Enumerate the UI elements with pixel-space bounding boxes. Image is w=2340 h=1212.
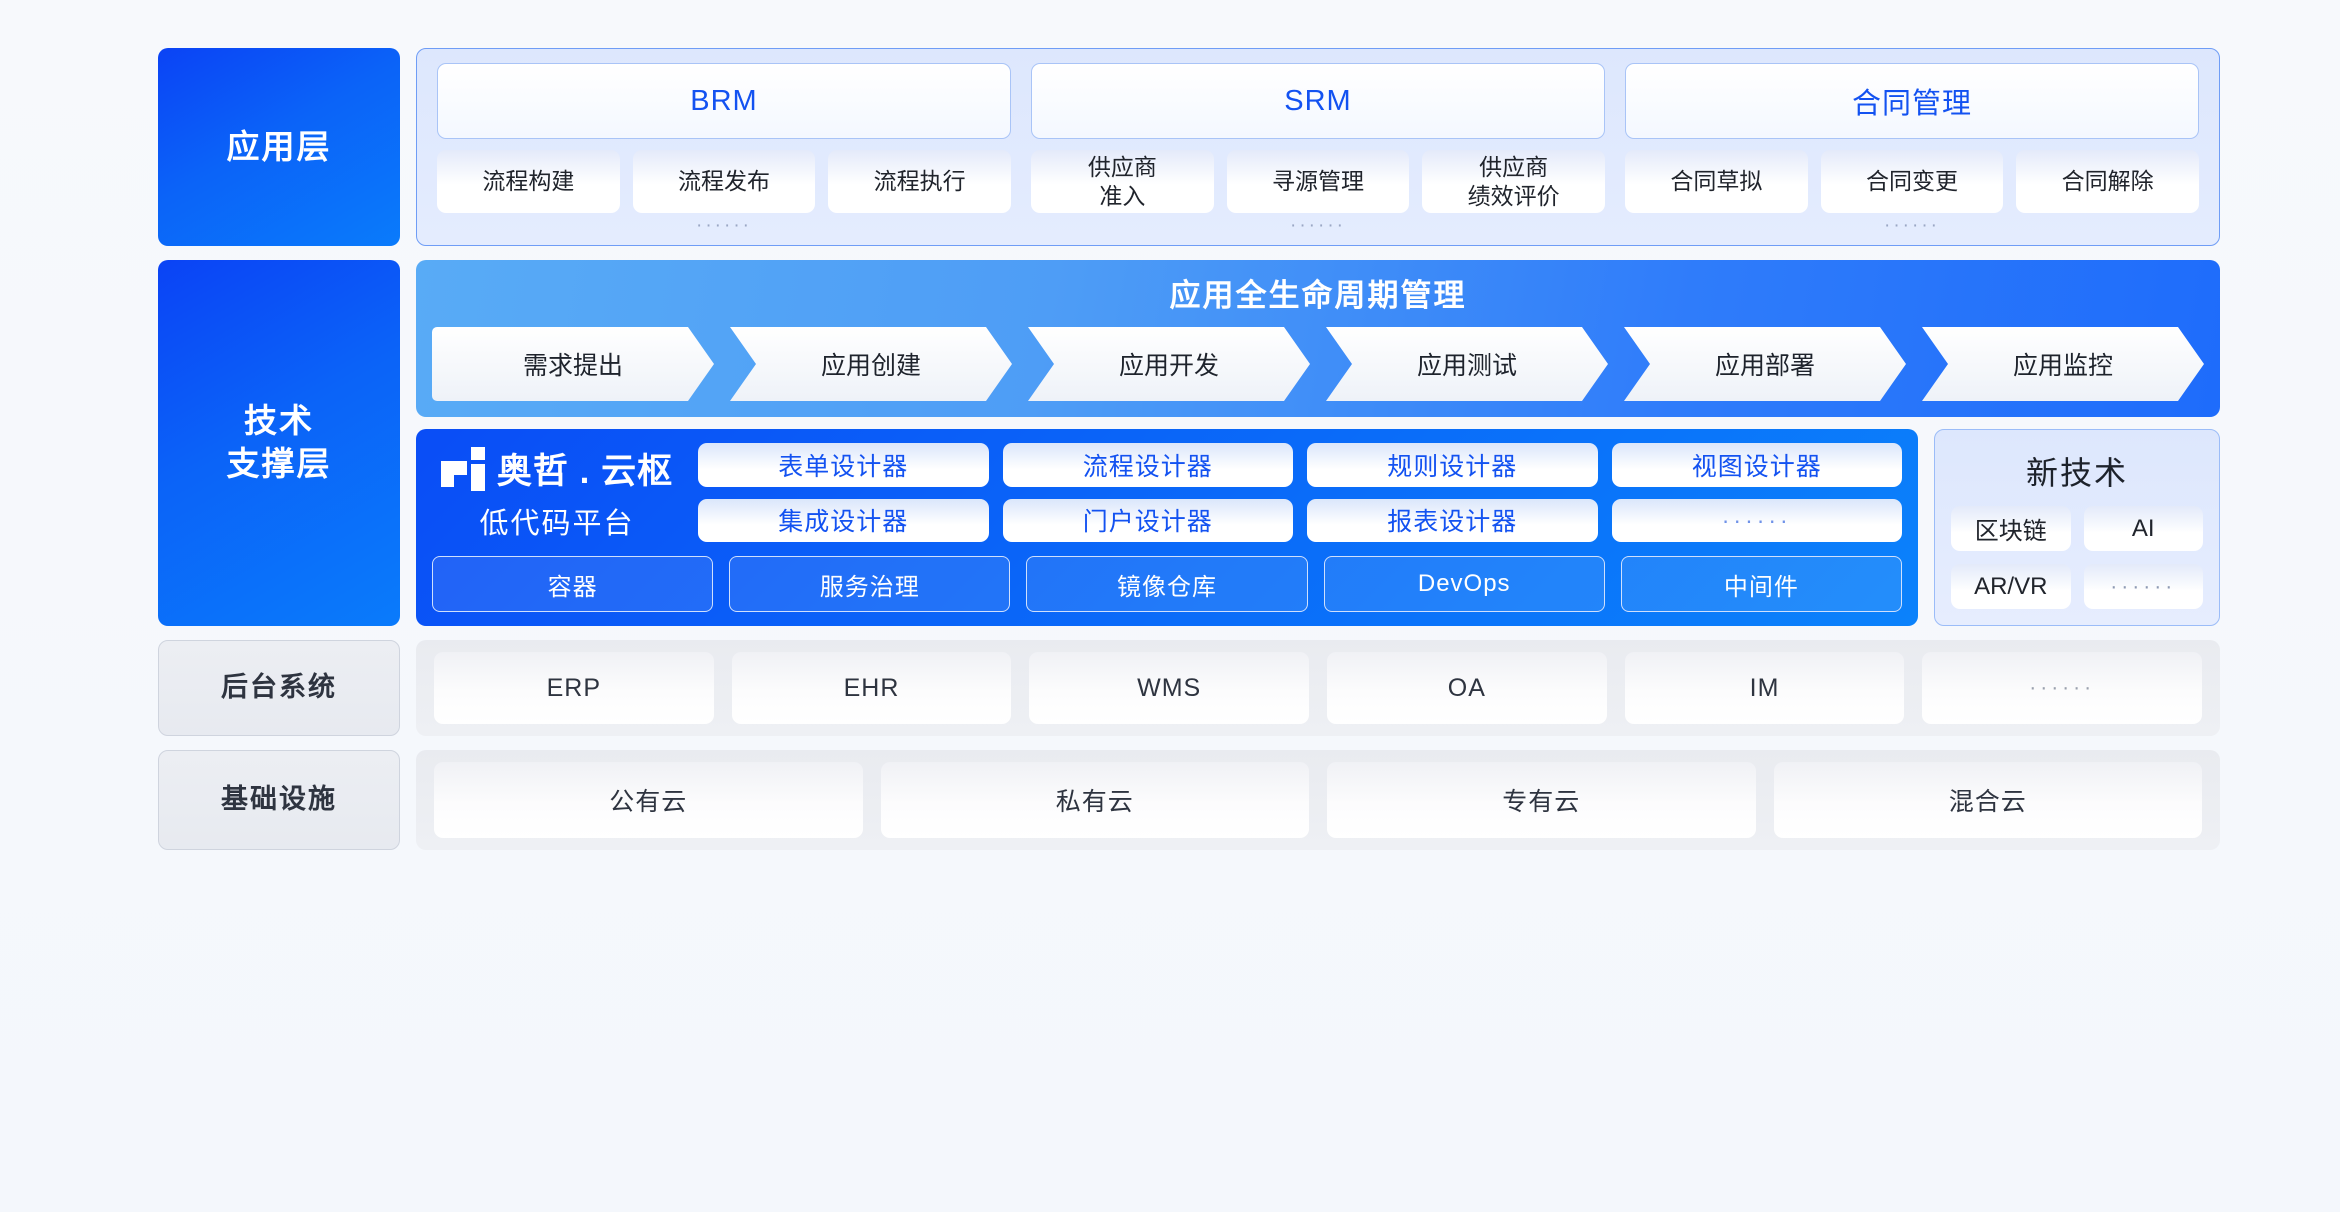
app-title-brm[interactable]: BRM [437,63,1011,139]
infrastructure-item[interactable]: 专有云 [1327,762,1756,838]
designer-button[interactable]: 集成设计器 [698,498,989,542]
lifecycle-stage[interactable]: 应用创建 [730,327,1012,401]
designer-more[interactable]: ······ [1611,498,1902,542]
platform-top: 奥哲 . 云枢 低代码平台 表单设计器 流程设计器 规则设计器 视图设计器 [432,443,1902,542]
app-subs-contract: 合同草拟 合同变更 合同解除 [1625,150,2200,213]
backend-item[interactable]: EHR [731,652,1012,724]
app-sub-item[interactable]: 合同变更 [1820,150,2004,213]
technical-layer-row: 技术 支撑层 应用全生命周期管理 需求提出 应用创建 应用开发 应用测试 应用部… [158,260,2220,626]
app-sub-item[interactable]: 流程执行 [828,150,1012,213]
infra-chip[interactable]: 服务治理 [729,556,1011,612]
lowcode-platform-panel: 奥哲 . 云枢 低代码平台 表单设计器 流程设计器 规则设计器 视图设计器 [416,429,1918,626]
app-group-brm: BRM 流程构建 流程发布 流程执行 ······ [437,63,1012,236]
app-sub-item[interactable]: 寻源管理 [1226,150,1410,213]
app-subs-srm: 供应商 准入 寻源管理 供应商 绩效评价 [1031,150,1606,213]
new-technology-grid: 区块链 AI AR/VR ······ [1951,506,2203,609]
infra-chip[interactable]: 容器 [432,556,714,612]
application-layer-label: 应用层 [158,48,400,246]
designer-button[interactable]: 流程设计器 [1002,443,1293,487]
new-technology-item[interactable]: 区块链 [1951,506,2071,551]
lifecycle-title: 应用全生命周期管理 [1169,278,1467,313]
backend-layer-row: 后台系统 ERP EHR WMS OA IM ······ [158,640,2220,736]
application-layer-body: BRM 流程构建 流程发布 流程执行 ······ SRM 供应商 准入 [416,48,2220,246]
new-technology-panel: 新技术 区块链 AI AR/VR ······ [1934,429,2220,626]
app-sub-item[interactable]: 供应商 绩效评价 [1422,150,1606,213]
infrastructure-item[interactable]: 公有云 [434,762,863,838]
lifecycle-banner: 应用全生命周期管理 需求提出 应用创建 应用开发 应用测试 应用部署 应用监控 [416,260,2220,417]
application-layer-row: 应用层 BRM 流程构建 流程发布 流程执行 ······ [158,48,2220,246]
designer-button[interactable]: 表单设计器 [698,443,989,487]
app-group-ellipsis: ······ [696,215,752,236]
app-group-ellipsis: ······ [1290,215,1346,236]
technical-lower-area: 奥哲 . 云枢 低代码平台 表单设计器 流程设计器 规则设计器 视图设计器 [416,429,2220,626]
designer-button[interactable]: 报表设计器 [1307,498,1598,542]
infrastructure-layer-label: 基础设施 [158,750,400,850]
lifecycle-stage[interactable]: 应用部署 [1624,327,1906,401]
backend-layer-body: ERP EHR WMS OA IM ······ [416,640,2220,736]
aozhe-stair-logo-icon [440,446,487,491]
app-group-contract: 合同管理 合同草拟 合同变更 合同解除 ······ [1625,63,2200,236]
new-technology-more[interactable]: ······ [2083,564,2203,609]
new-technology-item[interactable]: AR/VR [1951,564,2071,609]
infra-chip[interactable]: DevOps [1323,556,1605,612]
app-title-contract[interactable]: 合同管理 [1625,63,2199,139]
backend-item[interactable]: WMS [1029,652,1310,724]
technical-layer-body: 应用全生命周期管理 需求提出 应用创建 应用开发 应用测试 应用部署 应用监控 [416,260,2220,626]
new-technology-title: 新技术 [2025,455,2128,491]
app-group-srm: SRM 供应商 准入 寻源管理 供应商 绩效评价 ······ [1031,63,1606,236]
application-panel: BRM 流程构建 流程发布 流程执行 ······ SRM 供应商 准入 [416,48,2220,246]
app-sub-item[interactable]: 合同草拟 [1625,150,1808,213]
backend-item[interactable]: IM [1624,652,1905,724]
platform-brand-sub: 低代码平台 [479,508,635,540]
infrastructure-layer-row: 基础设施 公有云 私有云 专有云 混合云 [158,750,2220,850]
new-technology-item[interactable]: AI [2083,506,2203,551]
backend-more[interactable]: ······ [1922,652,2203,724]
app-sub-item[interactable]: 流程发布 [632,150,816,213]
designer-button[interactable]: 规则设计器 [1307,443,1598,487]
technical-layer-label: 技术 支撑层 [158,260,400,626]
app-sub-item[interactable]: 流程构建 [437,150,620,213]
app-title-srm[interactable]: SRM [1031,63,1605,139]
lifecycle-stage[interactable]: 需求提出 [432,327,714,401]
app-subs-brm: 流程构建 流程发布 流程执行 [437,150,1012,213]
designer-button[interactable]: 门户设计器 [1002,498,1293,542]
backend-item[interactable]: ERP [434,652,714,724]
backend-layer-label: 后台系统 [158,640,400,736]
app-sub-item[interactable]: 合同解除 [2016,150,2200,213]
designer-row-1: 表单设计器 流程设计器 规则设计器 视图设计器 [698,443,1902,487]
lifecycle-stage[interactable]: 应用开发 [1028,327,1310,401]
platform-brand: 奥哲 . 云枢 低代码平台 [432,443,682,542]
designer-grid: 表单设计器 流程设计器 规则设计器 视图设计器 集成设计器 门户设计器 报表设计… [698,443,1902,542]
app-group-ellipsis: ······ [1884,215,1940,236]
infrastructure-panel: 公有云 私有云 专有云 混合云 [416,750,2220,850]
lifecycle-stage[interactable]: 应用测试 [1326,327,1608,401]
app-sub-item[interactable]: 供应商 准入 [1031,150,1214,213]
infrastructure-layer-body: 公有云 私有云 专有云 混合云 [416,750,2220,850]
infra-chip[interactable]: 中间件 [1620,556,1903,612]
lifecycle-stage[interactable]: 应用监控 [1922,327,2204,401]
infrastructure-item[interactable]: 混合云 [1773,762,2202,838]
platform-brand-name: 奥哲 . 云枢 [496,452,674,491]
designer-button[interactable]: 视图设计器 [1611,443,1902,487]
platform-infra-strip: 容器 服务治理 镜像仓库 DevOps 中间件 [432,556,1903,612]
designer-row-2: 集成设计器 门户设计器 报表设计器 ······ [698,498,1902,542]
backend-panel: ERP EHR WMS OA IM ······ [416,640,2220,736]
lifecycle-stages: 需求提出 应用创建 应用开发 应用测试 应用部署 应用监控 [432,325,2204,403]
infra-chip[interactable]: 镜像仓库 [1026,556,1308,612]
backend-item[interactable]: OA [1327,652,1607,724]
infrastructure-item[interactable]: 私有云 [880,762,1309,838]
